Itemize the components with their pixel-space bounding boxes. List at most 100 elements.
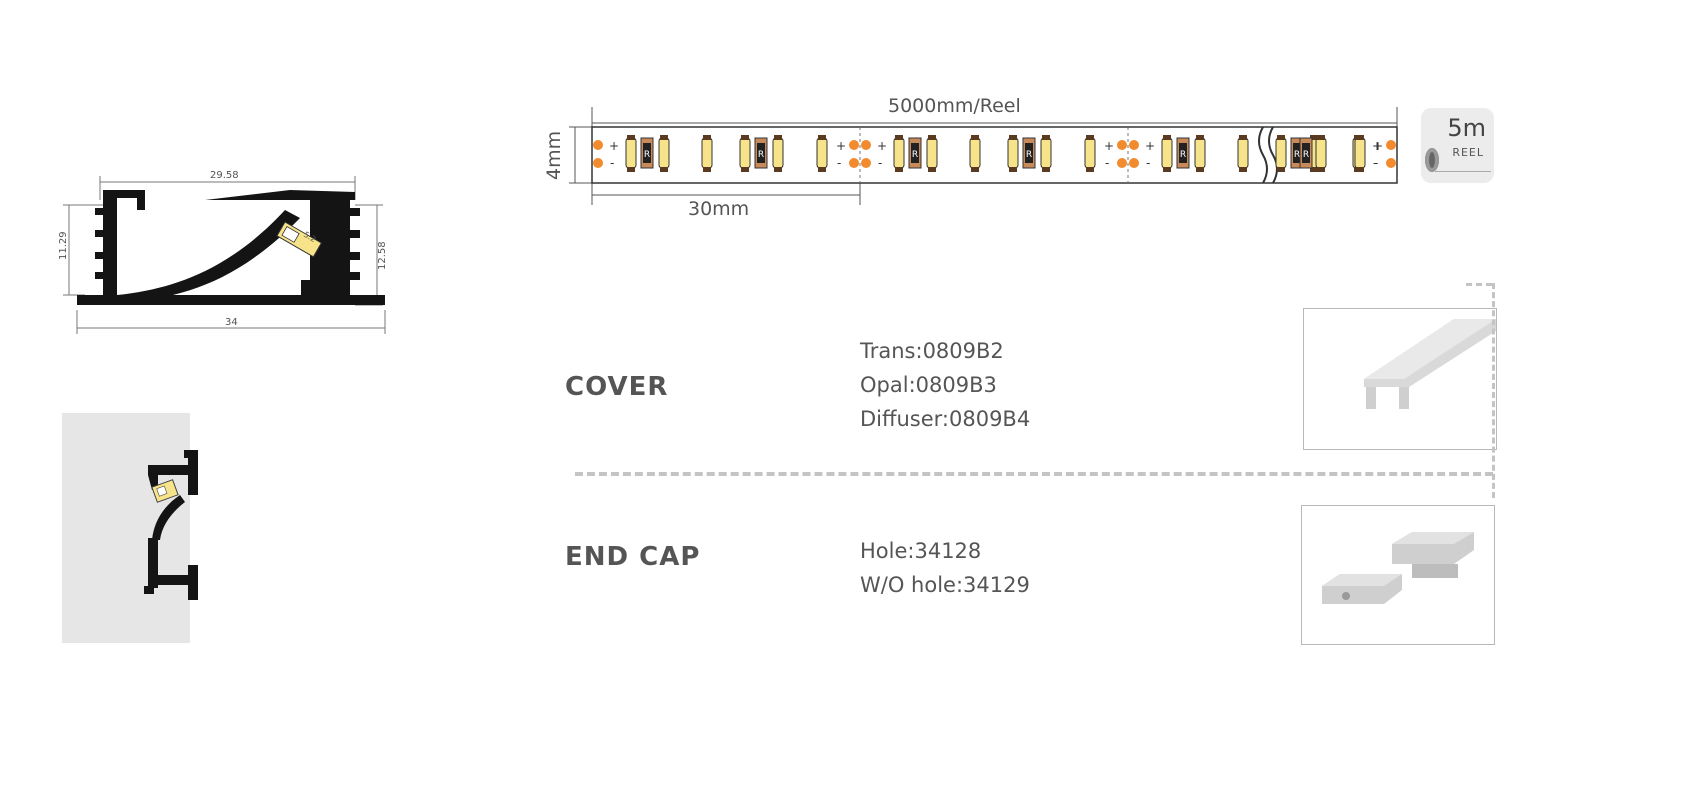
cover-photo: [1303, 308, 1497, 450]
polarity-minus: -: [1374, 156, 1378, 170]
solder-pad-plus: [1129, 140, 1139, 150]
dim-right-height: 12.58: [377, 241, 388, 270]
smd-led-chip: [772, 137, 784, 169]
connector-dash-line: [1492, 283, 1495, 498]
led-terminal: [660, 135, 668, 140]
led-terminal: [971, 167, 979, 172]
led-terminal: [1009, 135, 1017, 140]
led-terminal: [1356, 167, 1364, 172]
smd-led-chip: [658, 137, 670, 169]
polarity-minus: -: [1373, 156, 1377, 170]
smd-led-chip: [893, 137, 905, 169]
led-terminal: [1009, 167, 1017, 172]
reel-label: REEL: [1452, 146, 1484, 159]
smd-led-chip: [1194, 137, 1206, 169]
smd-led-chip: [1161, 137, 1173, 169]
resistor-body: [911, 143, 919, 163]
smd-led-chip: [969, 137, 981, 169]
profile-cross-section-drawing: 29.58 11.29 12.58 34 5.2: [58, 170, 388, 334]
smd-led-chip: [1084, 137, 1096, 169]
installed-profile-illustration: [62, 413, 190, 643]
smd-led-chip: [1275, 137, 1287, 169]
solder-pad-minus: [1386, 158, 1396, 168]
solder-pad-plus: [861, 140, 871, 150]
resistor-mark: R: [758, 150, 764, 160]
cover-option-diffuser: Diffuser:0809B4: [860, 407, 1031, 431]
smd-led-chip: [1040, 137, 1052, 169]
led-terminal: [627, 167, 635, 172]
solder-pad-plus: [1117, 140, 1127, 150]
solder-pad-minus: [861, 158, 871, 168]
solder-pad-minus: [1129, 158, 1139, 168]
strip-break-mark: [1258, 126, 1278, 184]
led-terminal: [895, 167, 903, 172]
end-cap-option-hole: Hole:34128: [860, 539, 982, 563]
reel-spool-icon: [1425, 148, 1439, 172]
resistor-body: [1302, 143, 1310, 163]
polarity-plus: +: [609, 139, 619, 153]
dim-left-height: 11.29: [58, 231, 69, 260]
polarity-plus: +: [877, 139, 887, 153]
resistor-body: [757, 143, 765, 163]
led-terminal: [928, 167, 936, 172]
solder-pad-minus: [593, 158, 603, 168]
resistor-body: [1025, 143, 1033, 163]
smd-led-chip: [926, 137, 938, 169]
reel-badge: 5m REEL: [1421, 108, 1494, 183]
polarity-plus: +: [1372, 139, 1382, 153]
polarity-minus: -: [878, 156, 882, 170]
led-terminal: [703, 135, 711, 140]
resistor-body: [1179, 143, 1187, 163]
strip-length-label: 5000mm/Reel: [888, 95, 1021, 117]
dimension-lines: [63, 176, 386, 334]
resistor-mark: R: [1303, 150, 1309, 160]
led-terminal: [895, 135, 903, 140]
cover-option-opal: Opal:0809B3: [860, 373, 997, 397]
led-terminal: [1277, 167, 1285, 172]
solder-pad-plus: [593, 140, 603, 150]
end-cap-photo: [1301, 505, 1495, 645]
smd-led-chip: [625, 137, 637, 169]
led-terminal: [1196, 167, 1204, 172]
polarity-minus: -: [1105, 156, 1109, 170]
led-terminal: [627, 135, 635, 140]
solder-pad-plus: [1386, 140, 1396, 150]
solder-pad-minus: [1117, 158, 1127, 168]
section-divider: [575, 472, 1493, 476]
end-cap-option-no-hole: W/O hole:34129: [860, 573, 1030, 597]
resistor-mark: R: [912, 150, 918, 160]
smd-led-chip: [1007, 137, 1019, 169]
cover-title: COVER: [565, 372, 669, 402]
led-terminal: [741, 167, 749, 172]
end-cap-options-list: Hole:34128 W/O hole:34129: [860, 534, 1030, 602]
led-terminal: [1277, 135, 1285, 140]
cover-options-list: Trans:0809B2 Opal:0809B3 Diffuser:0809B4: [860, 334, 1030, 436]
led-terminal: [1086, 135, 1094, 140]
smd-led-chip: [816, 137, 828, 169]
polarity-minus: -: [610, 156, 614, 170]
dim-top-width: 29.58: [210, 170, 239, 181]
resistor-body: [643, 143, 651, 163]
polarity-plus: +: [1373, 139, 1383, 153]
led-terminal: [928, 135, 936, 140]
smd-led-chip: [739, 137, 751, 169]
polarity-minus: -: [837, 156, 841, 170]
resistor-mark: R: [1180, 150, 1186, 160]
led-terminal: [818, 167, 826, 172]
dim-bottom-width: 34: [225, 317, 238, 328]
led-terminal: [1239, 167, 1247, 172]
led-terminal: [1196, 135, 1204, 140]
polarity-plus: +: [1104, 139, 1114, 153]
led-terminal: [1042, 167, 1050, 172]
connector-dash-top: [1466, 283, 1492, 286]
installed-profile-section: [144, 450, 198, 600]
resistor-mark: R: [1294, 150, 1300, 160]
cover-profile-icon: [1364, 319, 1496, 409]
led-terminal: [1317, 167, 1325, 172]
resistor-mark: R: [644, 150, 650, 160]
polarity-plus: +: [836, 139, 846, 153]
strip-cut-length-label: 30mm: [688, 198, 750, 220]
end-cap-parts-icon: [1322, 532, 1474, 604]
led-terminal: [1086, 167, 1094, 172]
